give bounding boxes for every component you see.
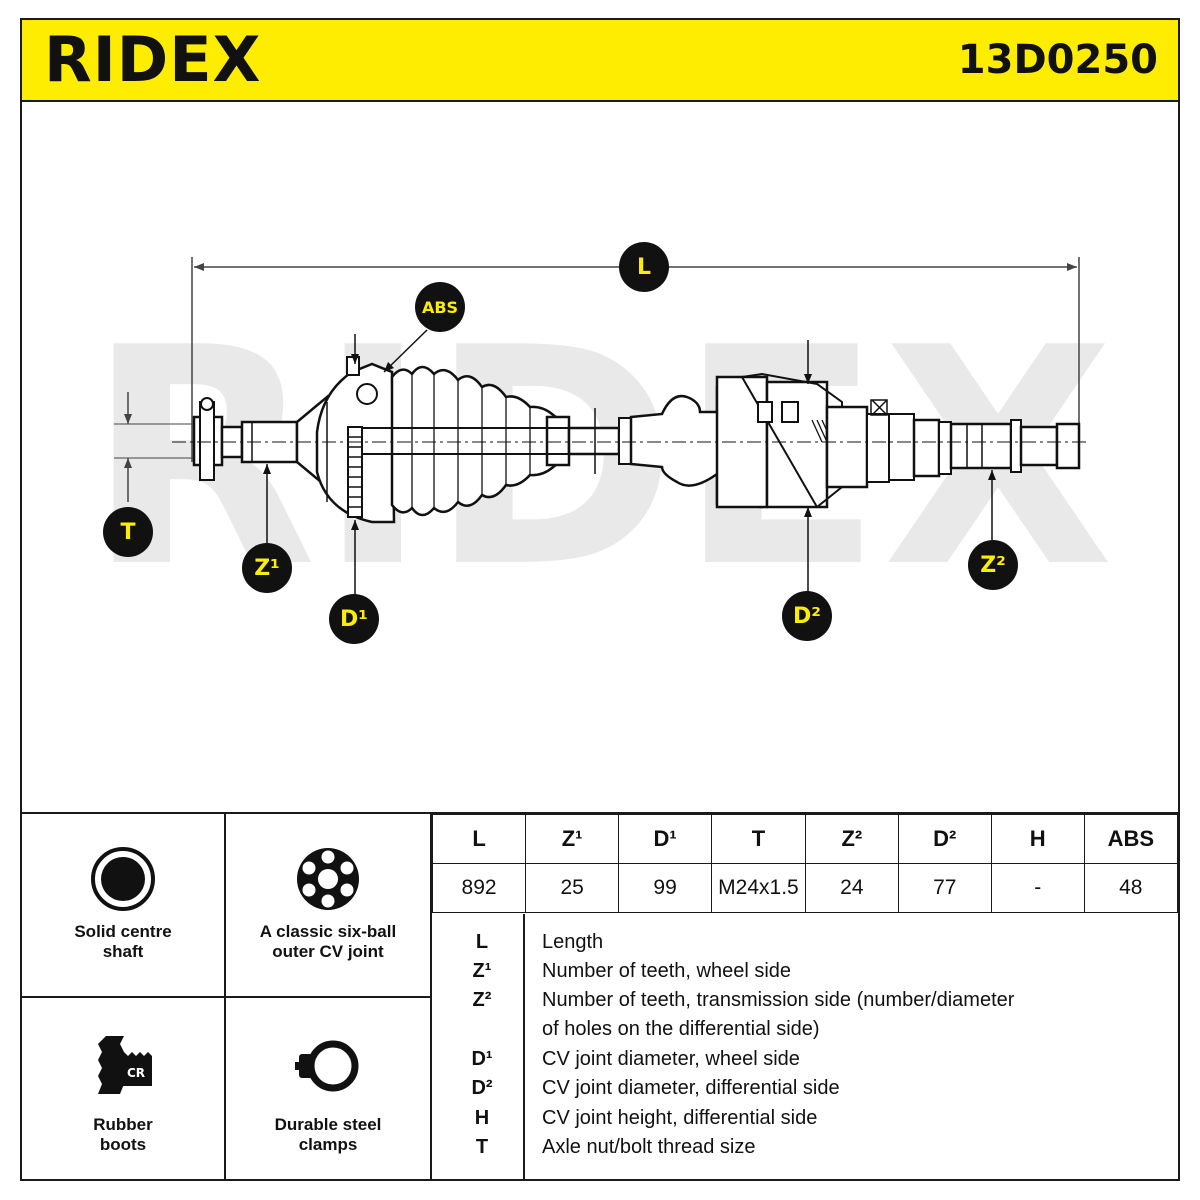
spec-header: Z² (804, 814, 899, 864)
six-ball-joint-icon (297, 848, 359, 910)
feature-label: A classic six-ball outer CV joint (259, 922, 397, 961)
spec-value: 25 (525, 863, 620, 913)
legend-text: Length (542, 931, 604, 953)
legend-text: CV joint diameter, differential side (542, 1077, 840, 1099)
spec-header: H (990, 814, 1085, 864)
callout-D2: D² (782, 591, 832, 641)
legend-row: D¹ CV joint diameter, wheel side (432, 1045, 1178, 1074)
legend-key: D² (471, 1077, 493, 1099)
legend-text: Axle nut/bolt thread size (542, 1136, 756, 1158)
legend-row: Z¹ Number of teeth, wheel side (432, 957, 1178, 986)
legend-text: Number of teeth, transmission side (numb… (542, 989, 1015, 1011)
legend-key: H (474, 1107, 490, 1129)
legend: L Length Z¹ Number of teeth, wheel side … (432, 914, 1178, 1181)
callout-D1: D¹ (329, 594, 379, 644)
spec-value: 99 (618, 863, 713, 913)
legend-row: Z² Number of teeth, transmission side (n… (432, 986, 1178, 1015)
legend-key: Z¹ (472, 960, 492, 982)
legend-text: CV joint diameter, wheel side (542, 1048, 800, 1070)
solid-circle-icon (91, 847, 155, 911)
spec-header: D² (897, 814, 992, 864)
callout-Z1: Z¹ (242, 543, 292, 593)
legend-text: of holes on the differential side) (542, 1018, 820, 1040)
spec-value: 48 (1083, 863, 1179, 913)
inner-cv-joint (765, 380, 829, 509)
feature-steel-clamps: Durable steel clamps (226, 998, 432, 1181)
centre-shaft (567, 426, 621, 456)
legend-row: H CV joint height, differential side (432, 1104, 1178, 1133)
spec-value: M24x1.5 (711, 863, 806, 913)
callout-ABS: ABS (415, 282, 465, 332)
feature-six-ball-joint: A classic six-ball outer CV joint (226, 814, 432, 997)
abs-ring (347, 426, 363, 518)
steel-clamp-icon (295, 1040, 359, 1092)
legend-key: D¹ (471, 1048, 493, 1070)
legend-key: Z² (472, 989, 492, 1011)
drive-shaft-diagram: RIDEX (22, 102, 1178, 812)
legend-text: CV joint height, differential side (542, 1107, 818, 1129)
spec-header: D¹ (618, 814, 713, 864)
spec-header: Z¹ (525, 814, 620, 864)
legend-key: T (475, 1136, 489, 1158)
spec-value: - (990, 863, 1085, 913)
spec-table: L Z¹ D¹ T Z² D² H ABS 892 25 99 M24x1.5 … (431, 814, 1179, 913)
part-number: 13D0250 (957, 37, 1158, 83)
legend-row: L Length (432, 928, 1178, 957)
spec-header: L (431, 814, 527, 864)
callout-T: T (103, 507, 153, 557)
legend-row: T Axle nut/bolt thread size (432, 1133, 1178, 1162)
spec-value: 77 (897, 863, 992, 913)
divider (22, 996, 432, 998)
callout-L: L (619, 242, 669, 292)
feature-label: Solid centre shaft (74, 922, 172, 961)
page-frame (20, 18, 1180, 1181)
spec-header: T (711, 814, 806, 864)
spec-value: 24 (804, 863, 899, 913)
spec-panel: Solid centre shaft A classic six-ball ou… (22, 812, 1179, 1181)
legend-key: L (475, 931, 489, 953)
feature-label: Durable steel clamps (274, 1115, 382, 1154)
legend-row: of holes on the differential side) (432, 1015, 1178, 1044)
spec-header: ABS (1083, 814, 1179, 864)
feature-solid-shaft: Solid centre shaft (22, 814, 226, 997)
callout-Z2: Z² (968, 540, 1018, 590)
cr-rubber-boot-icon: CR (98, 1036, 152, 1094)
legend-row: D² CV joint diameter, differential side (432, 1074, 1178, 1103)
feature-label: Rubber boots (93, 1115, 153, 1154)
feature-rubber-boots: CR Rubber boots (22, 998, 226, 1181)
shaft-drawing: RIDEX (86, 257, 1114, 633)
spec-value: 892 (431, 863, 527, 913)
header-bar: RIDEX 13D0250 (22, 20, 1178, 102)
svg-text:CR: CR (127, 1066, 145, 1080)
brand-logo: RIDEX (44, 23, 262, 96)
legend-text: Number of teeth, wheel side (542, 960, 792, 982)
